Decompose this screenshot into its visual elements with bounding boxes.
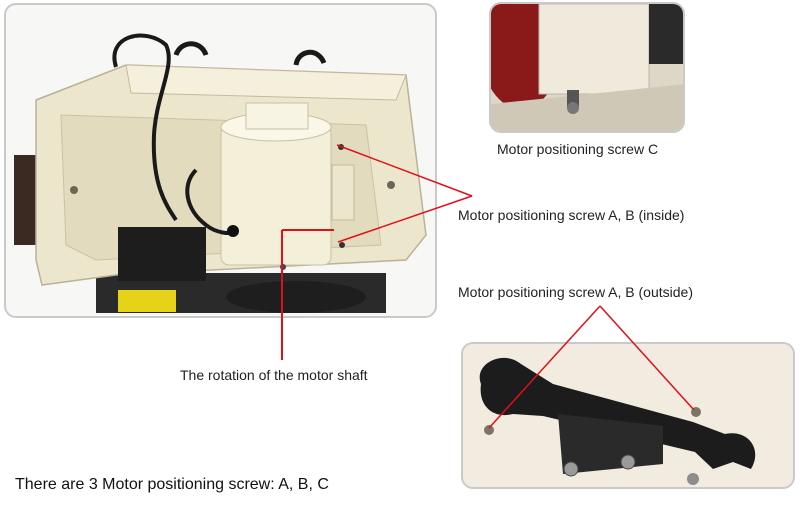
fan-housing: [226, 281, 366, 313]
screw-a-inside: [338, 144, 344, 150]
housing-lid: [125, 64, 407, 101]
wrench-bracket: [558, 414, 663, 474]
summary-text: There are 3 Motor positioning screw: A, …: [15, 476, 329, 493]
label-motor-shaft-rotation: The rotation of the motor shaft: [180, 367, 368, 383]
screw-b-outside: [691, 407, 701, 417]
motor-housing: [538, 4, 650, 95]
flange-hole-right: [387, 181, 395, 189]
bracket-screw-right: [620, 454, 636, 470]
screw-c-illustration: [491, 4, 683, 131]
screw-b-inside: [339, 242, 345, 248]
foot-screw: [687, 473, 699, 485]
bracket-screw-left: [563, 461, 579, 477]
motor-bracket: [331, 164, 355, 221]
motor-body: [220, 124, 332, 266]
yellow-switch: [118, 290, 176, 312]
dark-side: [649, 4, 683, 64]
flange-hole-left: [70, 186, 78, 194]
cable-loop-right: [293, 49, 327, 66]
table-surface: [491, 84, 683, 131]
main-machine-photo: [4, 3, 437, 318]
screw-c-head: [567, 102, 579, 114]
label-screw-ab-inside: Motor positioning screw A, B (inside): [458, 207, 685, 223]
label-screw-ab-outside: Motor positioning screw A, B (outside): [458, 284, 693, 300]
label-screw-c: Motor positioning screw C: [497, 141, 659, 157]
power-cable: [112, 33, 178, 222]
motor-cap: [245, 102, 309, 130]
screw-a-outside: [484, 425, 494, 435]
motor-shaft: [280, 264, 286, 270]
screw-c-photo: [489, 2, 685, 133]
capacitor-box: [118, 227, 206, 281]
wrench-illustration: [463, 344, 793, 487]
machine-top-view-illustration: [14, 33, 427, 313]
cable-loop-left: [173, 41, 209, 57]
cable-gland: [227, 225, 239, 237]
screw-ab-outside-photo: [461, 342, 795, 489]
